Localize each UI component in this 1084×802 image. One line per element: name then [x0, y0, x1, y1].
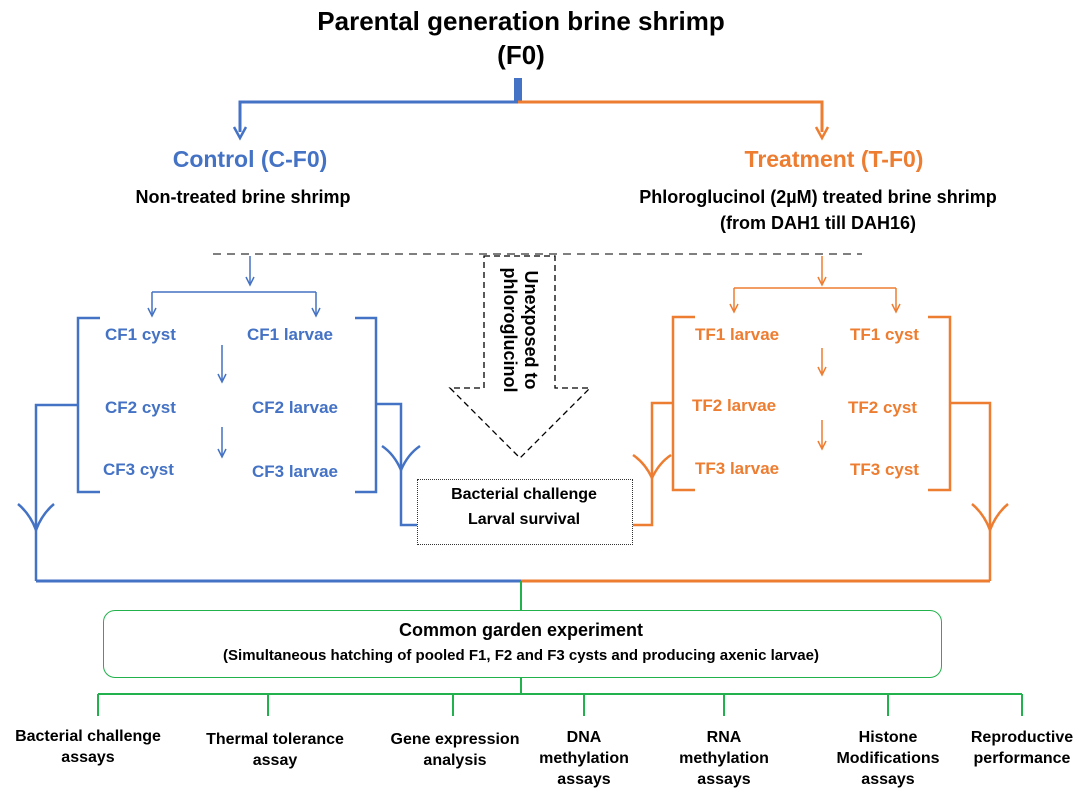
unexposed-label: Unexposed to phloroglucinol	[499, 268, 541, 393]
assay-reproductive-performance: Reproductive performance	[971, 727, 1073, 769]
challenge-box	[417, 479, 633, 545]
cf2-cyst: CF2 cyst	[105, 398, 176, 417]
treatment-heading: Treatment (T-F0)	[744, 146, 924, 172]
assay-line: Histone	[858, 729, 918, 746]
common-garden-title: Common garden experiment	[398, 620, 644, 640]
assay-line: assay	[252, 752, 298, 769]
assay-line: Reproductive	[970, 729, 1074, 746]
unexposed-line1: Unexposed to	[521, 270, 541, 390]
main-title: Parental generation brine shrimp	[317, 6, 725, 36]
main-title-generation: (F0)	[497, 40, 545, 70]
control-left-bracket	[76, 316, 100, 494]
common-garden-subtitle: (Simultaneous hatching of pooled F1, F2 …	[223, 647, 819, 664]
cf3-larvae: CF3 larvae	[252, 462, 338, 481]
assay-thermal-tolerance: Thermal tolerance assay	[206, 729, 344, 771]
assay-line: Bacterial challenge	[15, 728, 161, 745]
control-description: Non-treated brine shrimp	[135, 187, 351, 207]
treatment-branch	[518, 100, 824, 132]
tf2-larvae: TF2 larvae	[692, 396, 777, 415]
assay-line: Modifications	[836, 750, 940, 767]
root-stem	[514, 78, 522, 103]
treatment-period: (from DAH1 till DAH16)	[719, 213, 917, 233]
assay-line: assays	[557, 771, 611, 788]
control-right-bracket	[355, 316, 378, 494]
assay-line: performance	[973, 750, 1071, 767]
tf1-larvae: TF1 larvae	[695, 325, 780, 344]
challenge-box-line1: Bacterial challenge	[451, 486, 597, 503]
tf1-cyst: TF1 cyst	[850, 325, 919, 344]
cf1-cyst: CF1 cyst	[105, 325, 176, 344]
treatment-description: Phloroglucinol (2µM) treated brine shrim…	[639, 187, 997, 207]
treatment-right-bracket	[928, 315, 952, 492]
challenge-box-line2: Larval survival	[467, 511, 581, 528]
assay-line: assays	[697, 771, 751, 788]
assay-histone-modifications: Histone Modifications assays	[836, 727, 939, 790]
assay-line: analysis	[423, 752, 487, 769]
control-branch	[238, 100, 518, 132]
assay-line: Thermal tolerance	[206, 731, 344, 748]
cf2-larvae: CF2 larvae	[252, 398, 338, 417]
common-garden-box	[103, 610, 942, 678]
assay-line: methylation	[539, 750, 629, 767]
tf3-cyst: TF3 cyst	[850, 460, 919, 479]
unexposed-arrow	[448, 255, 592, 459]
assay-dna-methylation: DNA methylation assays	[539, 727, 629, 790]
assay-gene-expression: Gene expression analysis	[391, 729, 520, 771]
cf1-larvae: CF1 larvae	[247, 325, 333, 344]
assay-line: methylation	[679, 750, 769, 767]
assay-line: assays	[61, 749, 115, 766]
control-branch-arrow	[232, 126, 248, 141]
assay-line: assays	[861, 771, 915, 788]
cf3-cyst: CF3 cyst	[103, 460, 174, 479]
assay-line: RNA	[706, 729, 742, 746]
treatment-branch-arrow	[814, 126, 830, 141]
tf2-cyst: TF2 cyst	[848, 398, 917, 417]
assay-rna-methylation: RNA methylation assays	[679, 727, 769, 790]
unexposed-line2: phloroglucinol	[500, 267, 520, 393]
control-heading: Control (C-F0)	[172, 146, 328, 172]
assay-line: DNA	[566, 729, 602, 746]
tf3-larvae: TF3 larvae	[695, 459, 780, 478]
assay-line: Gene expression	[390, 731, 520, 748]
assay-bacterial-challenge: Bacterial challenge assays	[15, 726, 161, 768]
